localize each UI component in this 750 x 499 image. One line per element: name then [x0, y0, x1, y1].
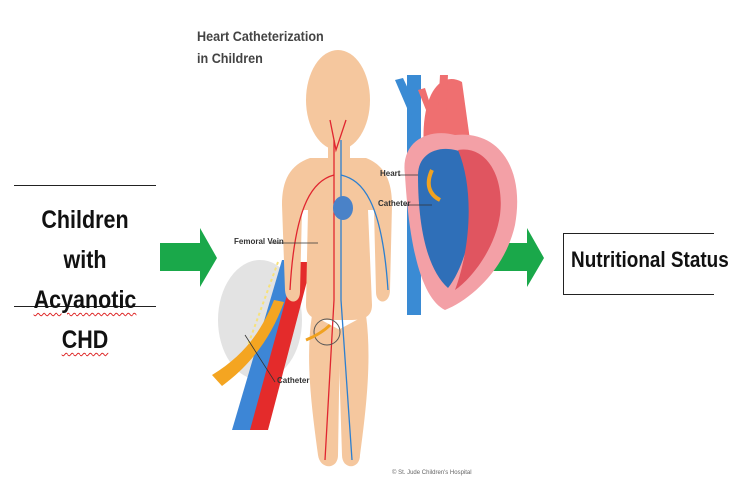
- illustration-title: Heart Catheterization in Children: [197, 25, 324, 69]
- label-femoral-vein: Femoral Vein: [234, 237, 284, 246]
- child-body: [282, 50, 392, 467]
- label-catheter-insert: Catheter: [277, 376, 310, 385]
- image-credit: © St. Jude Children's Hospital: [392, 470, 472, 476]
- label-heart: Heart: [380, 169, 401, 178]
- illustration-title-line2: in Children: [197, 50, 263, 66]
- child-heart: [333, 196, 353, 220]
- input-box-line2: Acyanotic CHD: [33, 286, 137, 354]
- label-catheter: Catheter: [378, 199, 411, 208]
- child-vessels: [289, 119, 389, 461]
- output-box-text: Nutritional Status: [571, 247, 729, 272]
- input-box-line1: Children with: [41, 206, 129, 274]
- insert-highlight: [313, 318, 341, 346]
- input-box: [14, 185, 156, 307]
- input-box-text: Children with Acyanotic CHD: [24, 200, 146, 360]
- right-arrow: [485, 228, 544, 287]
- leader-lines: [244, 174, 432, 383]
- large-heart: [395, 75, 518, 315]
- inset-vessels: [212, 260, 312, 430]
- inserted-catheter: [305, 323, 332, 342]
- left-arrow: [160, 228, 217, 287]
- illustration-title-line1: Heart Catheterization: [197, 28, 324, 44]
- output-box: [563, 233, 714, 295]
